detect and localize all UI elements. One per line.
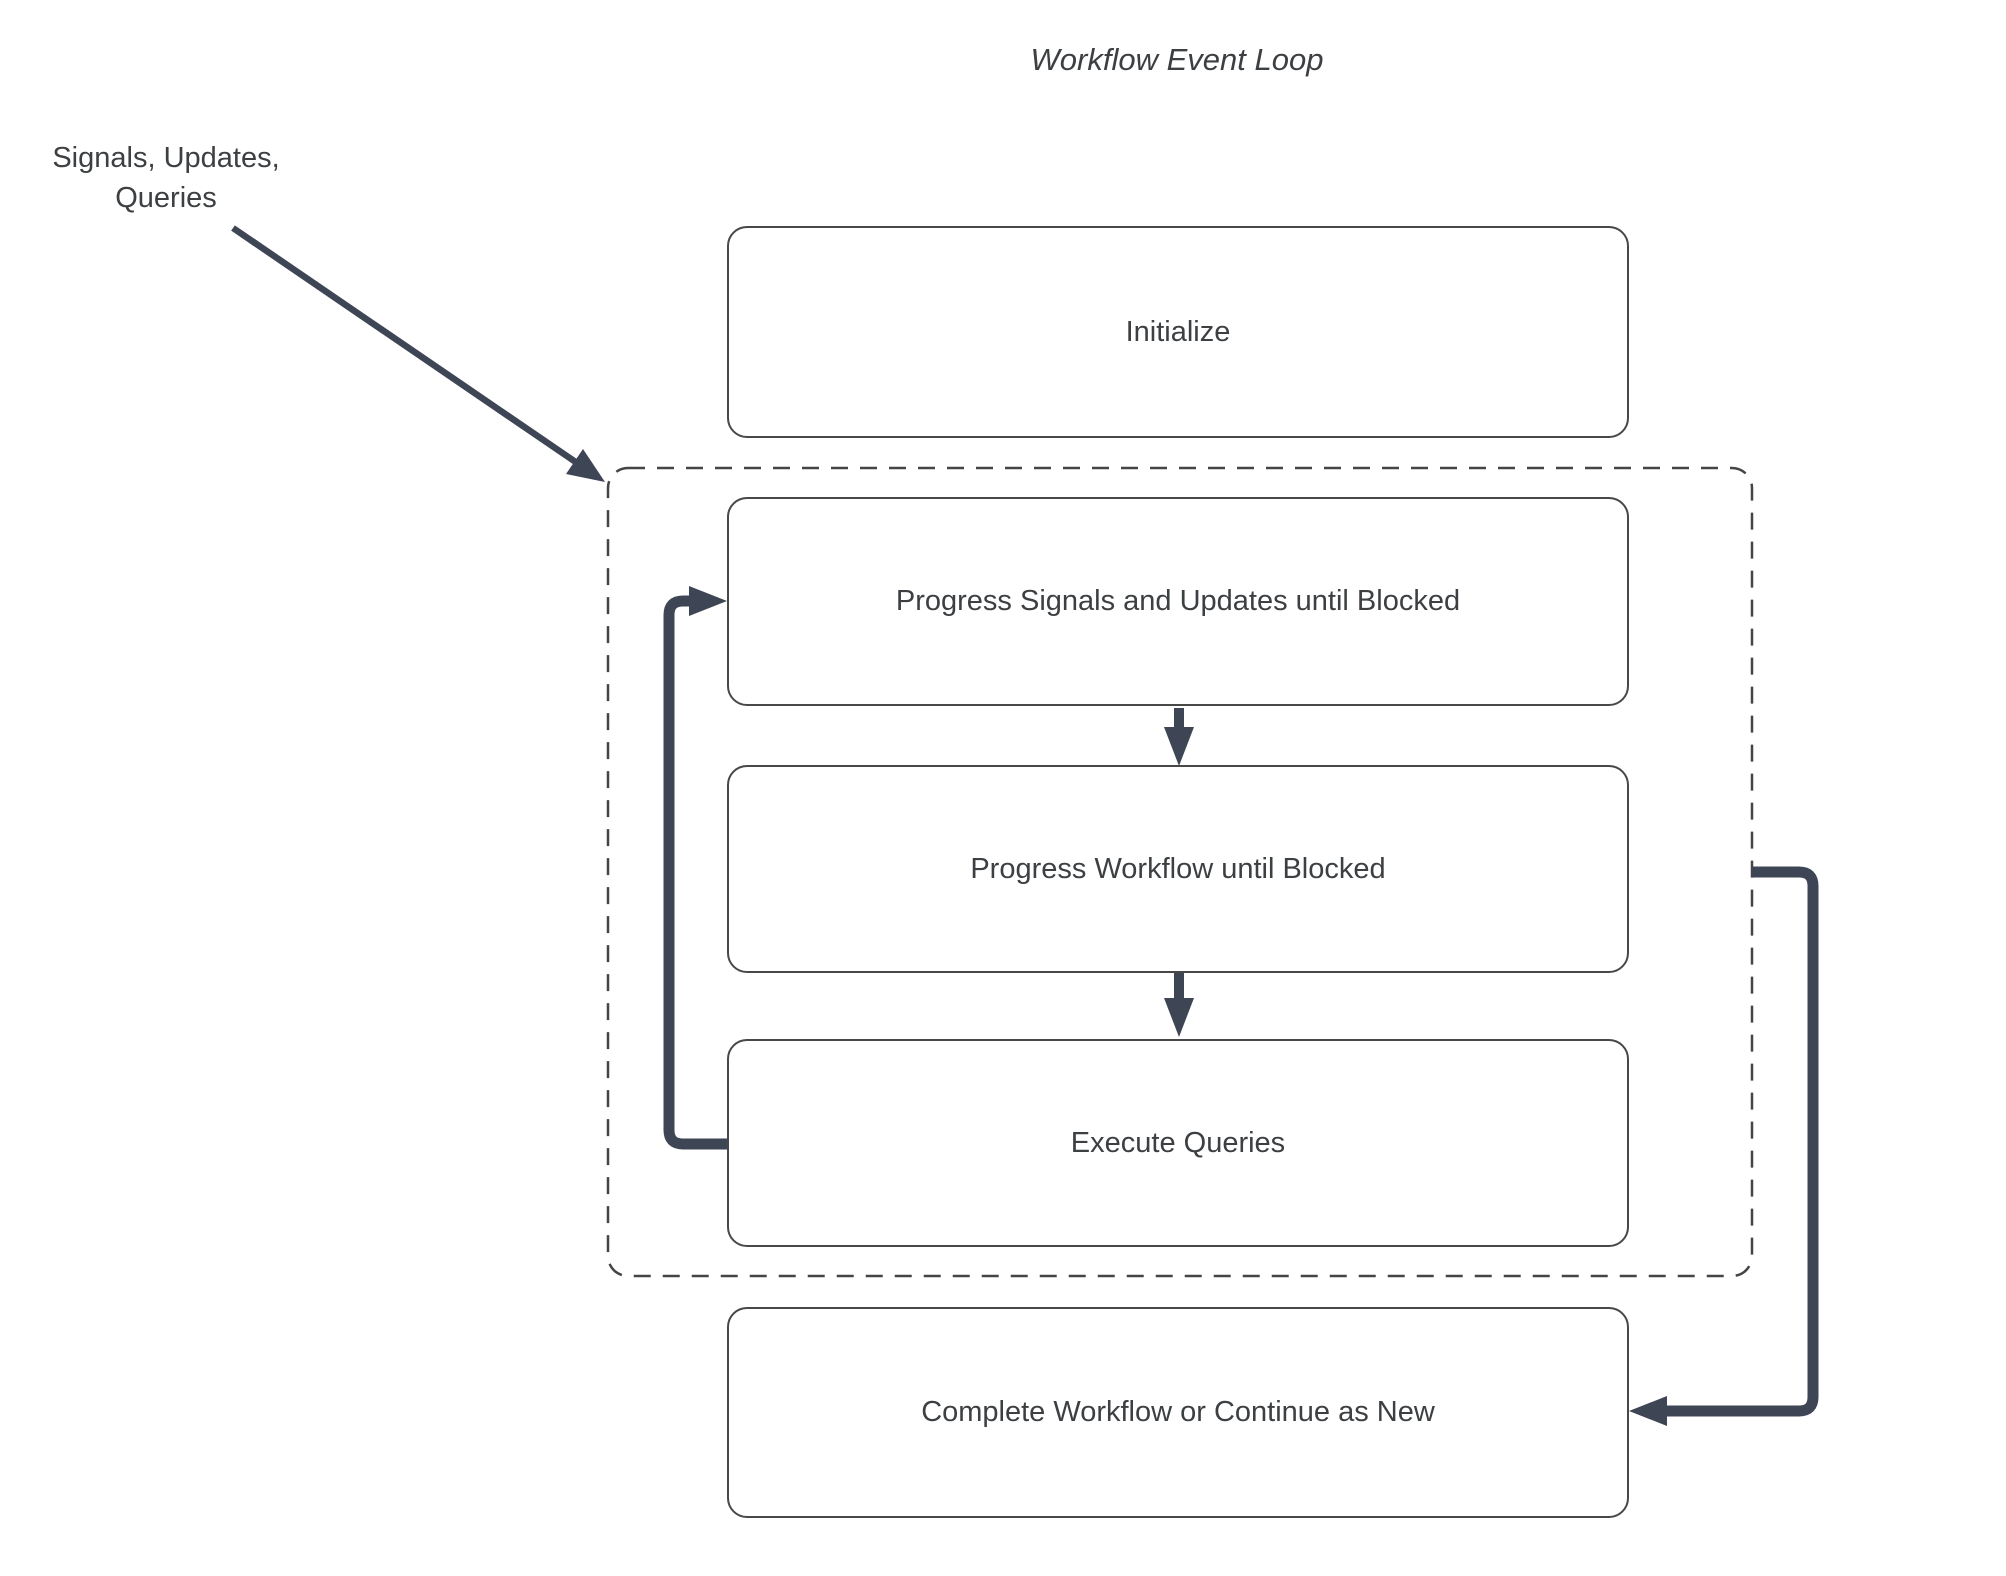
arrow-progress-workflow-to-execute-queries xyxy=(1164,973,1194,1037)
node-progress-workflow-label: Progress Workflow until Blocked xyxy=(970,852,1386,885)
node-initialize-label: Initialize xyxy=(1125,315,1231,348)
annotation-line-1: Signals, Updates, xyxy=(52,142,280,174)
loop-back-arrow xyxy=(663,586,732,1150)
signals-updates-queries-annotation: Signals, Updates, Queries xyxy=(20,138,312,218)
node-execute-queries: Execute Queries xyxy=(727,1039,1629,1247)
node-progress-signals-label: Progress Signals and Updates until Block… xyxy=(895,585,1461,617)
node-progress-workflow: Progress Workflow until Blocked xyxy=(727,765,1629,973)
annotation-line-2: Queries xyxy=(115,182,217,214)
node-initialize: Initialize xyxy=(727,226,1629,438)
node-complete-workflow-label: Complete Workflow or Continue as New xyxy=(921,1396,1435,1428)
arrow-progress-signals-to-progress-workflow xyxy=(1164,708,1194,766)
continue-as-new-elbow-arrow xyxy=(1629,866,1819,1426)
node-progress-signals-and-updates: Progress Signals and Updates until Block… xyxy=(727,497,1629,706)
annotation-to-loop-arrow xyxy=(231,225,605,482)
node-complete-workflow: Complete Workflow or Continue as New xyxy=(727,1307,1629,1518)
node-execute-queries-label: Execute Queries xyxy=(1070,1126,1286,1159)
diagram-title: Workflow Event Loop xyxy=(1030,42,1324,77)
